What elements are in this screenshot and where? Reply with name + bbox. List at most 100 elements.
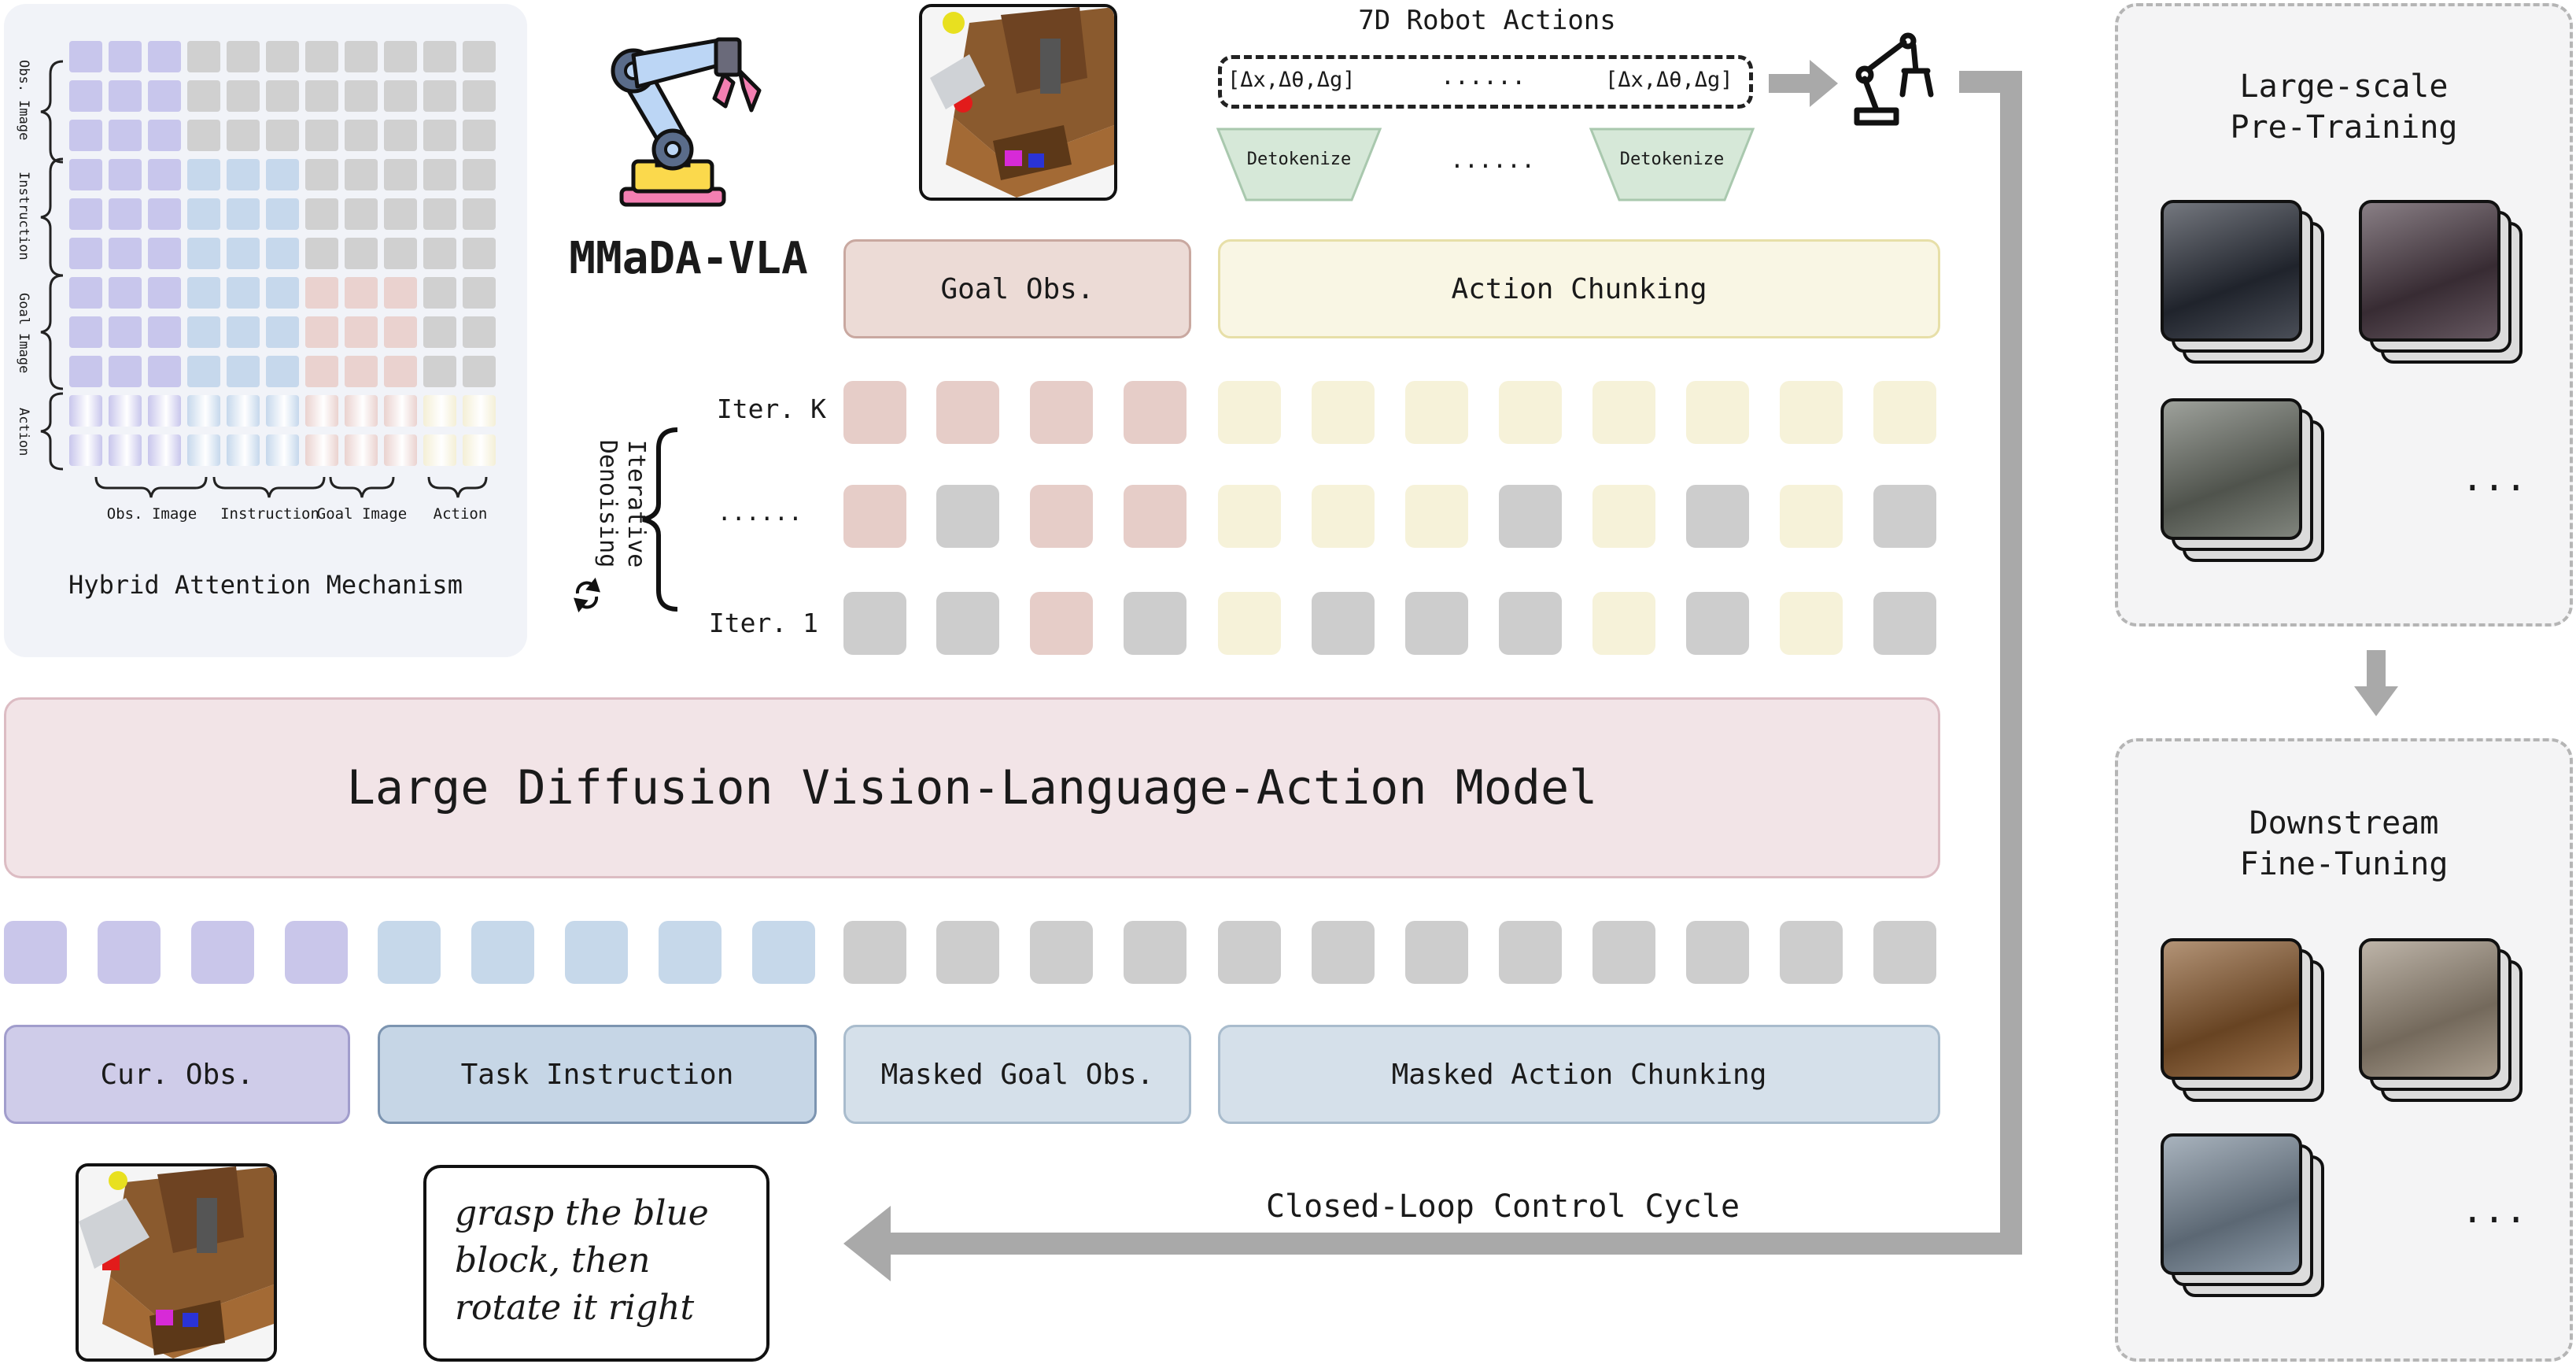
masked-action-chunking-label: Masked Action Chunking <box>1218 1025 1940 1124</box>
attention-cell <box>384 277 417 309</box>
goal-observation-image <box>919 4 1117 201</box>
detokenize-left: Detokenize <box>1246 150 1352 169</box>
action-token-right: [Δx,Δθ,Δg] <box>1605 68 1733 92</box>
attention-cell <box>148 434 181 466</box>
arrow-to-robot <box>1769 60 1838 107</box>
attention-cell <box>187 41 220 72</box>
attention-cell <box>69 238 102 269</box>
attention-cell <box>345 316 378 348</box>
denoise-token <box>1780 381 1843 444</box>
attn-col-label-action: Action <box>433 505 488 523</box>
attention-cell <box>463 198 496 230</box>
input-token <box>378 921 441 984</box>
goal-obs-label: Goal Obs. <box>843 239 1191 338</box>
input-token <box>1686 921 1749 984</box>
robot-gripper-icon <box>1854 32 1934 126</box>
input-token <box>4 921 67 984</box>
attention-cell <box>463 238 496 269</box>
attention-cell <box>187 356 220 387</box>
attn-row-label-instruction: Instruction <box>16 172 31 261</box>
attention-cell <box>266 159 299 190</box>
attention-cell <box>463 80 496 112</box>
attention-cell <box>69 120 102 151</box>
attention-cell <box>69 159 102 190</box>
dataset-image <box>2161 938 2302 1080</box>
attention-cell <box>109 198 142 230</box>
attention-cell <box>69 198 102 230</box>
attention-cell <box>423 434 456 466</box>
attention-cell <box>305 395 338 427</box>
attention-cell <box>463 277 496 309</box>
input-token <box>191 921 254 984</box>
attention-cell <box>384 198 417 230</box>
attention-cell <box>384 356 417 387</box>
attention-cell <box>109 356 142 387</box>
attn-col-label-goal: Goal Image <box>316 505 408 523</box>
denoise-token <box>1312 381 1375 444</box>
attention-cell <box>423 277 456 309</box>
iter-k-label: Iter. K <box>716 394 826 424</box>
attention-cell <box>266 80 299 112</box>
input-token <box>843 921 906 984</box>
denoise-token <box>1405 592 1468 655</box>
attention-cell <box>69 434 102 466</box>
input-token <box>659 921 722 984</box>
attention-cell <box>345 198 378 230</box>
attention-cell <box>109 434 142 466</box>
attention-cell <box>345 120 378 151</box>
attention-cell <box>463 395 496 427</box>
attention-cell <box>187 395 220 427</box>
iter-mid-label: ...... <box>717 499 803 527</box>
attention-cell <box>305 316 338 348</box>
attention-cell <box>148 277 181 309</box>
denoise-token <box>1312 485 1375 548</box>
input-token <box>1499 921 1562 984</box>
attention-cell <box>187 80 220 112</box>
attention-cell <box>109 41 142 72</box>
action-token-ellipsis: ...... <box>1440 63 1526 91</box>
denoise-token <box>1218 592 1281 655</box>
input-token <box>1873 921 1936 984</box>
pretraining-ellipsis: ... <box>2461 457 2527 499</box>
attention-cell <box>109 238 142 269</box>
attention-cell <box>69 80 102 112</box>
attention-cell <box>305 80 338 112</box>
attention-cell <box>148 198 181 230</box>
attn-row-label-obs: Obs. Image <box>16 60 31 141</box>
denoise-token <box>1873 485 1936 548</box>
attention-cell <box>384 434 417 466</box>
closed-loop-label: Closed-Loop Control Cycle <box>1265 1188 1740 1225</box>
denoise-token <box>843 381 906 444</box>
attention-cell <box>266 356 299 387</box>
attention-cell <box>423 120 456 151</box>
attention-cell <box>227 316 260 348</box>
attention-cell <box>227 198 260 230</box>
attention-cell <box>423 395 456 427</box>
denoise-token <box>1030 381 1093 444</box>
input-token <box>1405 921 1468 984</box>
detokenize-ellipsis: ...... <box>1449 146 1536 174</box>
attention-cell <box>148 316 181 348</box>
attention-cell <box>148 395 181 427</box>
attention-cell <box>69 395 102 427</box>
input-token <box>471 921 534 984</box>
attention-cell <box>266 434 299 466</box>
attention-cell <box>227 356 260 387</box>
robot-arm-icon <box>611 37 762 207</box>
instruction-text-box: grasp the blue block, then rotate it rig… <box>423 1165 769 1362</box>
attention-cell <box>187 198 220 230</box>
attention-cell <box>109 277 142 309</box>
attention-cell <box>423 80 456 112</box>
attention-cell <box>266 41 299 72</box>
denoise-token <box>1312 592 1375 655</box>
denoise-token <box>1780 592 1843 655</box>
attn-row-label-action: Action <box>16 408 31 457</box>
attention-cell <box>345 238 378 269</box>
input-token <box>1780 921 1843 984</box>
denoise-token <box>843 485 906 548</box>
attention-cell <box>69 277 102 309</box>
input-token <box>285 921 348 984</box>
finetuning-title: Downstream Fine-Tuning <box>2239 805 2449 882</box>
attention-cell <box>187 316 220 348</box>
attention-cell <box>305 277 338 309</box>
